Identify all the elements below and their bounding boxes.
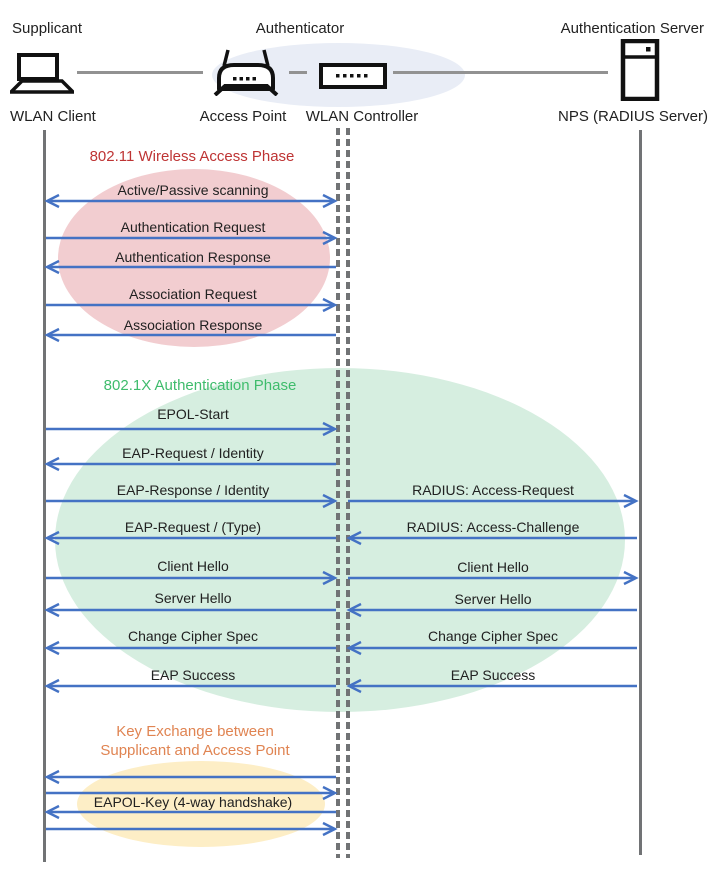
message-arrow	[44, 193, 338, 209]
device-label-wlan-controller: WLAN Controller	[305, 108, 419, 125]
message-arrow	[46, 421, 338, 437]
message-arrow	[44, 678, 336, 694]
message-label: RADIUS: Access-Challenge	[406, 519, 580, 535]
client-lifeline	[43, 130, 46, 862]
message-arrow	[46, 230, 338, 246]
message-label: EAP Success	[450, 667, 536, 683]
message-label: Association Request	[129, 286, 257, 302]
message-arrow	[346, 602, 637, 618]
device-label-access-point: Access Point	[199, 108, 287, 125]
message-label: RADIUS: Access-Request	[412, 482, 574, 498]
message-arrow	[44, 530, 336, 546]
wlan-controller-icon	[319, 63, 387, 89]
message-label: Authentication Request	[120, 219, 266, 235]
message-label: EAP Success	[150, 667, 236, 683]
message-arrow	[44, 769, 336, 785]
message-label: Client Hello	[157, 558, 229, 574]
message-arrow	[46, 297, 338, 313]
message-arrow	[44, 602, 336, 618]
controller-lifeline-right-dash	[346, 128, 350, 858]
connector-client-ap	[77, 71, 203, 74]
phase1-title: 802.11 Wireless Access Phase	[89, 148, 295, 165]
server-lifeline	[639, 130, 642, 855]
laptop-icon	[10, 53, 74, 94]
message-arrow	[46, 570, 338, 586]
message-arrow	[44, 327, 336, 343]
connector-controller-server	[393, 71, 608, 74]
message-label: EAP-Response / Identity	[116, 482, 270, 498]
message-label: Authentication Response	[115, 249, 271, 265]
controller-lifeline-left-dash	[336, 128, 340, 858]
message-arrow	[348, 570, 639, 586]
role-authentication-server: Authentication Server	[560, 20, 704, 37]
message-label: Change Cipher Spec	[128, 628, 258, 644]
message-label: Server Hello	[154, 590, 232, 606]
connector-ap-controller	[289, 71, 307, 74]
phase1-ellipse	[58, 169, 330, 347]
access-point-icon	[213, 49, 279, 96]
phase2-title: 802.1X Authentication Phase	[103, 377, 297, 394]
message-label: EAP-Request / Identity	[122, 445, 264, 461]
message-label: EPOL-Start	[157, 406, 229, 422]
phase2-ellipse	[55, 368, 625, 712]
message-label: Association Response	[123, 317, 263, 333]
message-label: Active/Passive scanning	[117, 182, 269, 198]
role-authenticator: Authenticator	[255, 20, 345, 37]
message-arrow	[46, 785, 338, 801]
message-label: Change Cipher Spec	[428, 628, 558, 644]
message-label: Client Hello	[457, 559, 529, 575]
message-label: EAPOL-Key (4-way handshake)	[93, 794, 293, 810]
device-label-nps: NPS (RADIUS Server)	[557, 108, 709, 125]
message-arrow	[346, 640, 637, 656]
phase3-ellipse	[77, 761, 325, 847]
message-label: EAP-Request / (Type)	[124, 519, 262, 535]
message-arrow	[346, 530, 637, 546]
message-arrow	[44, 640, 336, 656]
message-arrow	[44, 804, 336, 820]
phase3-title-line1: Key Exchange between	[116, 723, 274, 740]
message-arrow	[44, 259, 336, 275]
role-supplicant: Supplicant	[12, 20, 83, 37]
message-arrow	[346, 678, 637, 694]
device-label-wlan-client: WLAN Client	[10, 108, 96, 125]
server-icon	[620, 39, 660, 101]
message-label: Server Hello	[454, 591, 532, 607]
message-arrow	[348, 493, 639, 509]
message-arrow	[44, 456, 336, 472]
phase3-title-line2: Supplicant and Access Point	[100, 742, 290, 759]
message-arrow	[46, 493, 338, 509]
message-arrow	[46, 821, 338, 837]
